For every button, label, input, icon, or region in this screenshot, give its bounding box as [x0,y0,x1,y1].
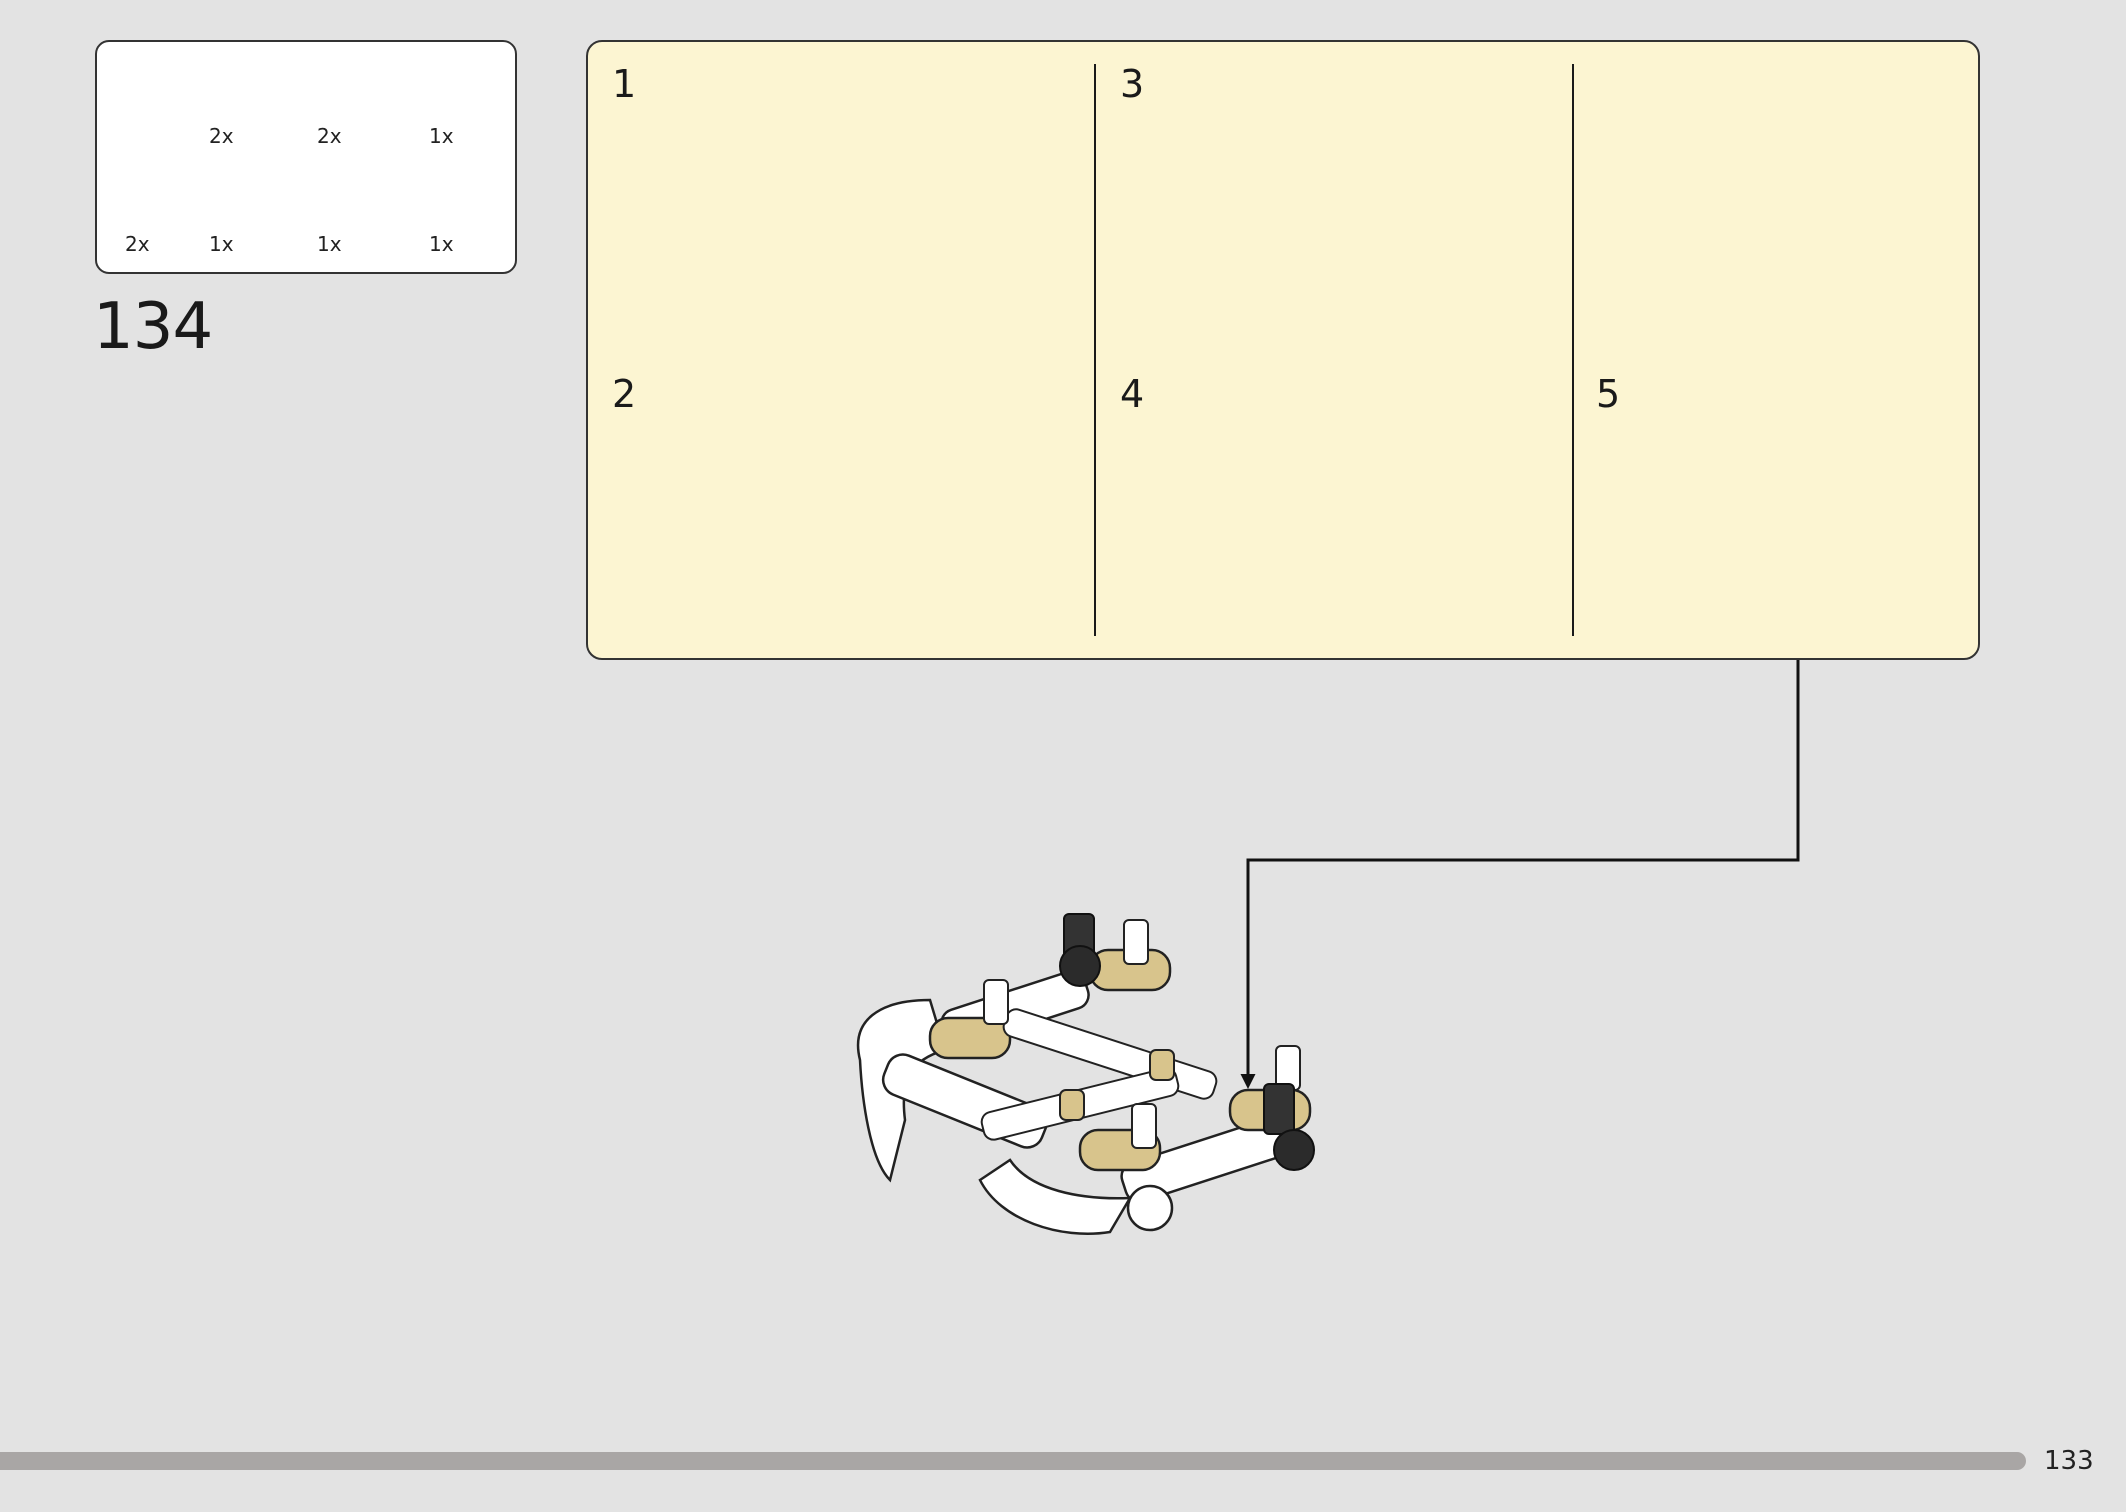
part-qty-white-curved-panel: 1x [429,232,454,256]
substep-divider-2 [1572,64,1574,636]
part-qty-black-axle: 2x [209,124,234,148]
step-number: 134 [93,290,213,364]
part-qty-black-angle-connector: 1x [429,124,454,148]
substep-number-4: 4 [1120,372,1145,416]
parts-list-box: 2x 2x 1x 2x 1x 1x 1x [95,40,517,274]
substep-divider-1 [1094,64,1096,636]
substeps-panel: 1 2 3 4 5 [586,40,1980,660]
part-qty-white-long-pin: 1x [317,232,342,256]
substep-number-1: 1 [612,62,637,106]
part-qty-black-pin: 2x [317,124,342,148]
page-number: 133 [2044,1446,2094,1476]
page-progress-bar [0,1452,2026,1470]
substep-number-2: 2 [612,372,637,416]
substep-number-3: 3 [1120,62,1145,106]
substep-number-5: 5 [1596,372,1621,416]
main-assembly-illustration [856,913,1315,1235]
assembly-connector-line [1240,660,1800,1089]
part-qty-tan-cross-block: 2x [125,232,150,256]
part-qty-white-axle-connector: 1x [209,232,234,256]
